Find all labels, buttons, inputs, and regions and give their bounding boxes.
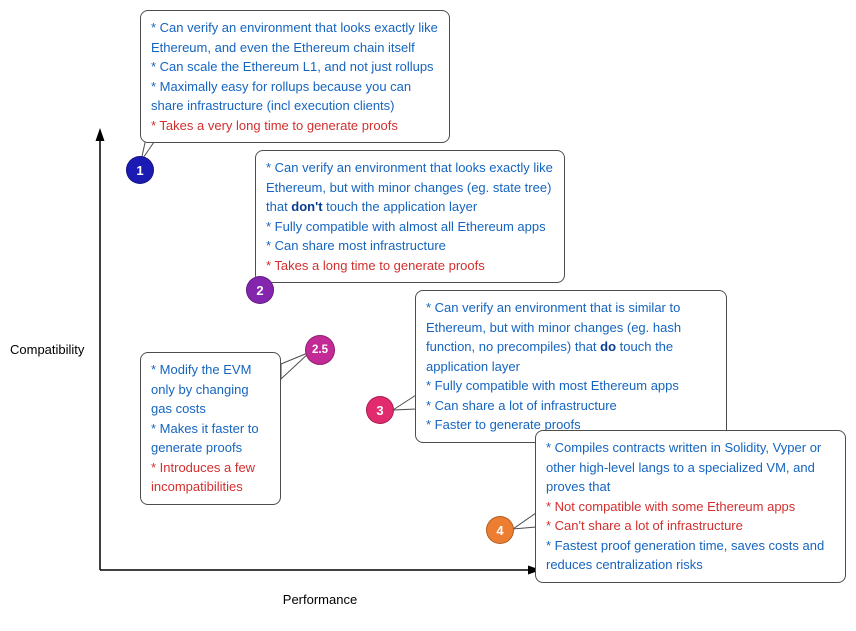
callout-line: * Can share most infrastructure	[266, 238, 446, 253]
point-label: 3	[376, 402, 384, 418]
callout-line: * Can't share a lot of infrastructure	[546, 518, 743, 533]
callout-bold-text: don't	[291, 199, 323, 214]
callout-line: * Not compatible with some Ethereum apps	[546, 498, 796, 514]
callout-line: * Can verify an environment that is simi…	[426, 298, 716, 376]
callout-text: * Can verify an environment that looks e…	[266, 160, 553, 214]
type-2-5-callout: * Modify the EVM only by changing gas co…	[140, 352, 281, 505]
y-axis-arrow-icon	[95, 128, 105, 141]
callout-line: * Can verify an environment that looks e…	[151, 20, 438, 55]
callout-text: * Can verify an environment that is simi…	[426, 300, 682, 354]
callout-line: * Can verify an environment that looks e…	[266, 158, 554, 217]
point-type-3: 3	[366, 396, 394, 424]
callout-text: touch the application layer	[426, 339, 674, 374]
callout-text: touch the application layer	[322, 199, 478, 214]
type-2-5-callout-tail	[280, 351, 311, 381]
callout-line: * Can scale the Ethereum L1, and not jus…	[151, 59, 434, 74]
point-label: 1	[136, 162, 144, 178]
point-type-4: 4	[486, 516, 514, 544]
callout-line: * Compiles contracts written in Solidity…	[546, 440, 822, 494]
callout-line: * Introduces a few incompatibilities	[151, 459, 256, 495]
callout-line: * Fastest proof generation time, saves c…	[546, 537, 825, 573]
y-axis-label: Compatibility	[10, 342, 85, 357]
x-axis-arrow-icon	[528, 565, 541, 575]
type-4-callout-tail	[511, 512, 537, 530]
type-2-callout: * Can verify an environment that looks e…	[255, 150, 565, 283]
callout-line: * Modify the EVM only by changing gas co…	[151, 362, 252, 416]
x-axis-label: Performance	[282, 592, 358, 607]
callout-line: * Fully compatible with most Ethereum ap…	[426, 378, 679, 393]
callout-line: * Faster to generate proofs	[426, 417, 581, 432]
callout-line: * Takes a long time to generate proofs	[266, 257, 485, 273]
callout-bold-text: do	[600, 339, 617, 354]
callout-line: * Can share a lot of infrastructure	[426, 397, 617, 413]
point-type-1: 1	[126, 156, 154, 184]
point-type-2: 2	[246, 276, 274, 304]
point-label: 2	[256, 282, 264, 298]
callout-line: * Takes a very long time to generate pro…	[151, 117, 398, 133]
type-3-callout: * Can verify an environment that is simi…	[415, 290, 727, 443]
point-label: 2.5	[312, 344, 328, 356]
point-type-2-5: 2.5	[305, 335, 335, 365]
callout-line: * Fully compatible with almost all Ether…	[266, 218, 546, 234]
type-1-callout: * Can verify an environment that looks e…	[140, 10, 450, 143]
callout-line: * Maximally easy for rollups because you…	[151, 78, 412, 114]
type-3-callout-tail	[391, 394, 417, 411]
type-4-callout: * Compiles contracts written in Solidity…	[535, 430, 846, 583]
callout-line: * Makes it faster to generate proofs	[151, 420, 259, 456]
point-label: 4	[496, 522, 504, 538]
